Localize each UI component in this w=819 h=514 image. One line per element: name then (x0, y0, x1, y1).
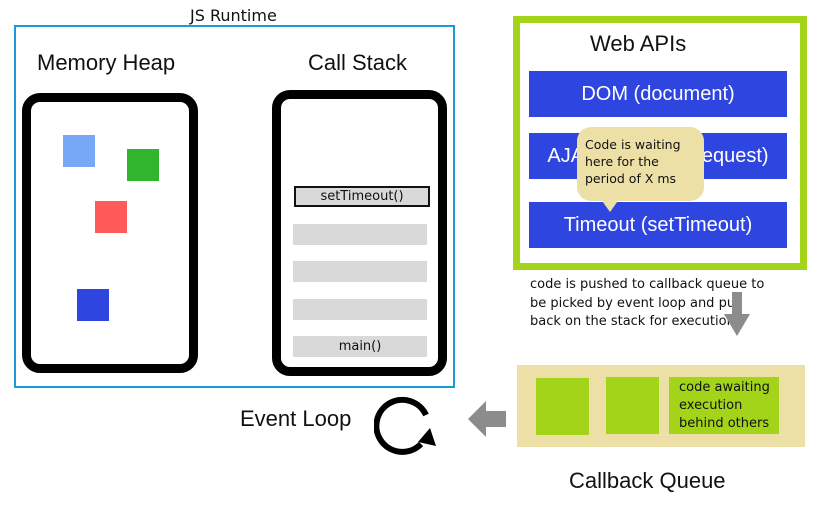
runtime-title: JS Runtime (190, 6, 277, 25)
tooltip-tail (600, 198, 620, 212)
queue-item-awaiting: code awaiting execution behind others (669, 377, 779, 434)
stack-frame-empty (293, 261, 427, 282)
queue-item (536, 378, 589, 435)
queue-item (606, 377, 659, 434)
heap-object-red (95, 201, 127, 233)
js-runtime-box (14, 25, 455, 388)
heap-object-light-blue (63, 135, 95, 167)
stack-frame-empty (293, 224, 427, 245)
memory-heap-title: Memory Heap (37, 50, 176, 75)
stack-frame-main: main() (293, 336, 427, 357)
event-loop-title: Event Loop (240, 406, 352, 431)
api-dom: DOM (document) (529, 71, 787, 117)
memory-heap-container (22, 93, 198, 373)
api-timeout: Timeout (setTimeout) (529, 202, 787, 248)
stack-frame-settimeout: setTimeout() (294, 186, 430, 207)
callback-note: code is pushed to callback queue to be p… (530, 277, 765, 329)
arrow-down-icon (724, 292, 750, 336)
web-apis-title: Web APIs (590, 31, 687, 56)
heap-object-green (127, 149, 159, 181)
event-loop-cycle-icon (374, 396, 436, 455)
heap-object-blue (77, 289, 109, 321)
waiting-tooltip: Code is waiting here for the period of X… (577, 127, 704, 201)
stack-frame-empty (293, 299, 427, 320)
callback-queue-title: Callback Queue (569, 468, 726, 493)
arrow-left-icon (468, 401, 506, 437)
call-stack-title: Call Stack (308, 50, 408, 75)
